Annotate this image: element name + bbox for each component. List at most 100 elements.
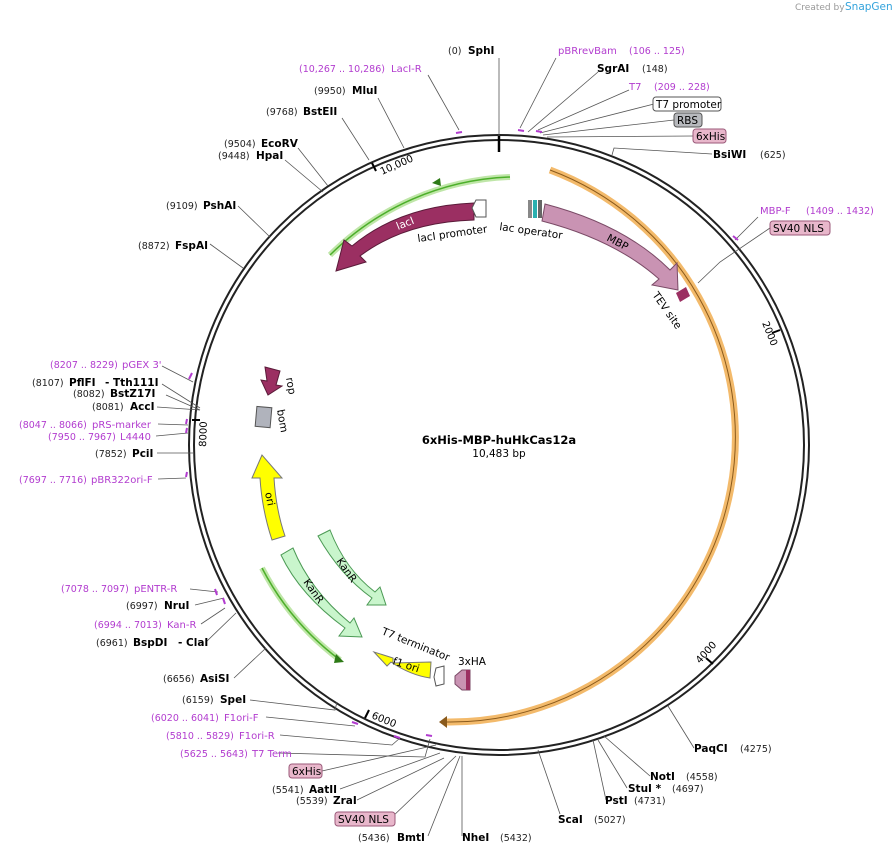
enzyme-name: MluI — [352, 85, 377, 97]
6xhis-box-bottom — [288, 763, 323, 779]
primer-name: T7 — [628, 82, 641, 93]
orf-top-arrowhead — [432, 178, 441, 186]
orf-bottom-arrowhead — [334, 654, 344, 663]
enzyme-pos: (8872) — [138, 241, 170, 252]
enzyme-name: SphI — [468, 45, 494, 57]
rbs-label: RBS — [677, 115, 698, 127]
primer-range: (1409 .. 1432) — [806, 206, 874, 217]
6xhis-label-bottom: 6xHis — [292, 766, 321, 778]
enzyme-name: PshAI — [203, 200, 236, 212]
f1-ori-label: f1 ori — [391, 655, 421, 675]
bom-box — [254, 405, 273, 429]
sv40-nls-box-top — [769, 220, 831, 236]
tick-label-8000: 8000 — [198, 421, 210, 447]
enzyme-pos: (4558) — [686, 772, 718, 783]
enzyme-labels: (0) SphI SgrAI (148) BsiWI (625) PaqCI (… — [32, 45, 786, 844]
primer-name: pBR322ori-F — [91, 475, 153, 486]
6xhis-box-top — [692, 128, 727, 144]
enzyme-name: NheI — [462, 832, 489, 844]
primer-range: (106 .. 125) — [629, 46, 685, 57]
enzyme-pos: (5541) — [272, 785, 304, 796]
enzyme-pos: (4731) — [634, 796, 666, 807]
lacI-promoter-arrow — [471, 199, 487, 218]
primer-name: pRS-marker — [92, 420, 152, 431]
primer-range: (10,267 .. 10,286) — [299, 64, 385, 75]
enzyme-name: ScaI — [558, 814, 583, 826]
bom-label: bom — [274, 408, 290, 433]
lacI-arrow — [335, 202, 475, 272]
snapgene-logo: SnapGene — [845, 1, 892, 13]
MBP-arrow — [541, 203, 679, 291]
boxed-feature-labels: T7 promoter RBS 6xHis SV40 NLS 6xHis SV4… — [288, 96, 831, 827]
enzyme-pos: (5539) — [296, 796, 328, 807]
primer-name: F1ori-R — [239, 731, 275, 742]
enzyme-pos: (4275) — [740, 744, 772, 755]
enzyme-name: ZraI — [333, 795, 357, 807]
tick-label-4000: 4000 — [694, 640, 719, 666]
enzyme-name: NruI — [164, 600, 189, 612]
primer-name: Kan-R — [167, 620, 196, 631]
lacI-promoter-label: lacI promoter — [417, 223, 489, 245]
primer-labels: pBRrevBam (106 .. 125) T7 (209 .. 228) (… — [19, 46, 874, 760]
enzyme-pos: (6656) — [163, 674, 195, 685]
primer-range: (7697 .. 7716) — [19, 475, 87, 486]
enzyme-pos: (5436) — [358, 833, 390, 844]
enzyme-pos: (6159) — [182, 695, 214, 706]
primer-name: L4440 — [120, 432, 151, 443]
rbs-mark — [533, 200, 537, 218]
rop-arrow — [260, 366, 284, 396]
enzyme-pos: (0) — [448, 46, 461, 57]
t7-promoter-label: T7 promoter — [655, 99, 722, 111]
enzyme-name: PciI — [132, 448, 153, 460]
enzyme-pos: (9109) — [166, 201, 198, 212]
tick-2000 — [771, 329, 781, 334]
orf-top-outline — [329, 176, 511, 256]
tick-6000 — [364, 709, 370, 719]
rop-label: rop — [283, 376, 298, 395]
primer-range: (6020 .. 6041) — [151, 713, 219, 724]
primer-name: MBP-F — [760, 206, 791, 217]
enzyme-pos: (9950) — [314, 86, 346, 97]
enzyme-pos: (148) — [642, 64, 668, 75]
his-mark — [538, 200, 542, 218]
enzyme-name: BstZ17I — [110, 388, 155, 400]
enzyme-pos: (9504) — [224, 139, 256, 150]
primer-name: pGEX 3' — [122, 360, 162, 371]
lac-operator-mark — [528, 200, 532, 218]
tick-4000 — [705, 657, 714, 665]
enzyme-name: NotI — [650, 771, 675, 783]
primer-name: pENTR-R — [134, 584, 177, 595]
primer-range: (5810 .. 5829) — [166, 731, 234, 742]
sv40-nls-label-top: SV40 NLS — [773, 223, 824, 235]
nls-mark — [466, 670, 470, 690]
enzyme-pos: (9448) — [218, 151, 250, 162]
primer-name: F1ori-F — [224, 713, 259, 724]
primer-range: (5625 .. 5643) — [180, 749, 248, 760]
primer-range: (7078 .. 7097) — [61, 584, 129, 595]
primer-range: (209 .. 228) — [654, 82, 710, 93]
enzyme-name: SpeI — [220, 694, 246, 706]
enzyme-pos: (9768) — [266, 107, 298, 118]
primer-name: LacI-R — [391, 64, 422, 75]
enzyme-alt-name: - ClaI — [178, 637, 208, 649]
primer-range: (7950 .. 7967) — [48, 432, 116, 443]
enzyme-name: PaqCI — [694, 743, 728, 755]
enzyme-pos: (6997) — [126, 601, 158, 612]
f1-ori-arrow — [372, 650, 432, 679]
enzyme-name: BmtI — [397, 832, 425, 844]
plasmid-size: 10,483 bp — [472, 448, 526, 460]
enzyme-name: PflFI — [69, 377, 96, 389]
enzyme-name: BsiWI — [713, 149, 746, 161]
KanR-outer-arrow — [280, 547, 363, 638]
sv40-nls-label-bottom: SV40 NLS — [338, 814, 389, 826]
enzyme-pos: (4697) — [672, 784, 704, 795]
primer-marks — [185, 129, 739, 739]
enzyme-pos: (625) — [760, 150, 786, 161]
plasmid-title: 6xHis-MBP-huHkCas12a — [422, 433, 576, 447]
cas12a-orf-outline — [446, 169, 736, 723]
enzyme-name: AatII — [309, 784, 337, 796]
enzyme-pos: (5432) — [500, 833, 532, 844]
enzyme-name: FspAI — [175, 240, 208, 252]
enzyme-pos: (5027) — [594, 815, 626, 826]
